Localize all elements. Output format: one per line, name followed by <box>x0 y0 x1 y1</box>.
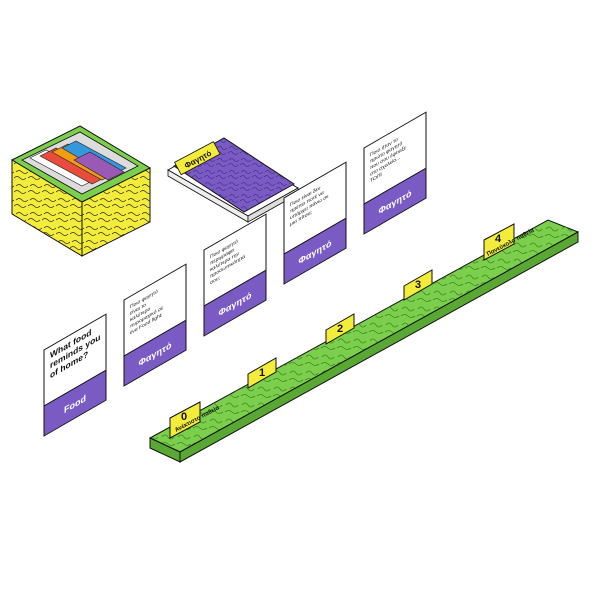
card-category-band <box>363 167 427 235</box>
score-marker-number: 3 <box>415 279 421 291</box>
score-marker-number: 0 <box>181 411 187 423</box>
question-card: What foodreminds youof home?Food <box>43 313 107 437</box>
score-marker-number: 2 <box>337 323 343 335</box>
score-track <box>148 219 580 463</box>
score-marker: 3 <box>403 269 433 301</box>
card-category-band <box>283 217 347 285</box>
card-deck: Φαγητό <box>166 137 300 223</box>
box-dividers <box>29 140 127 187</box>
score-marker: 2 <box>325 313 355 345</box>
card-category-band <box>123 319 187 387</box>
question-card: Ποιο είναι δενπρέπει ποτέ ναυπάρχει πάνω… <box>283 161 347 285</box>
score-marker: 0 <box>169 401 201 439</box>
card-question: Ποιο είναι δενπρέπει ποτέ ναυπάρχει πάνω… <box>290 180 329 228</box>
card-category-band <box>43 369 107 437</box>
question-card: Ποιο φαγητόείναι τοκαλύτεροπυρομαχικό σε… <box>123 263 187 387</box>
score-marker-number: 4 <box>495 233 502 245</box>
score-marker: 1 <box>247 357 277 389</box>
card-box <box>10 125 152 257</box>
card-category-band <box>203 269 267 337</box>
question-card: Ποιο φαγητόπεριγράφεικαλύτερα τηνπροσωπι… <box>203 213 267 337</box>
question-card: Ποιο ήταν τοπρώτο φαγητόπου σου έφτιαξεσ… <box>363 111 427 235</box>
score-marker: 4 <box>483 223 515 261</box>
score-marker-number: 1 <box>259 367 265 379</box>
